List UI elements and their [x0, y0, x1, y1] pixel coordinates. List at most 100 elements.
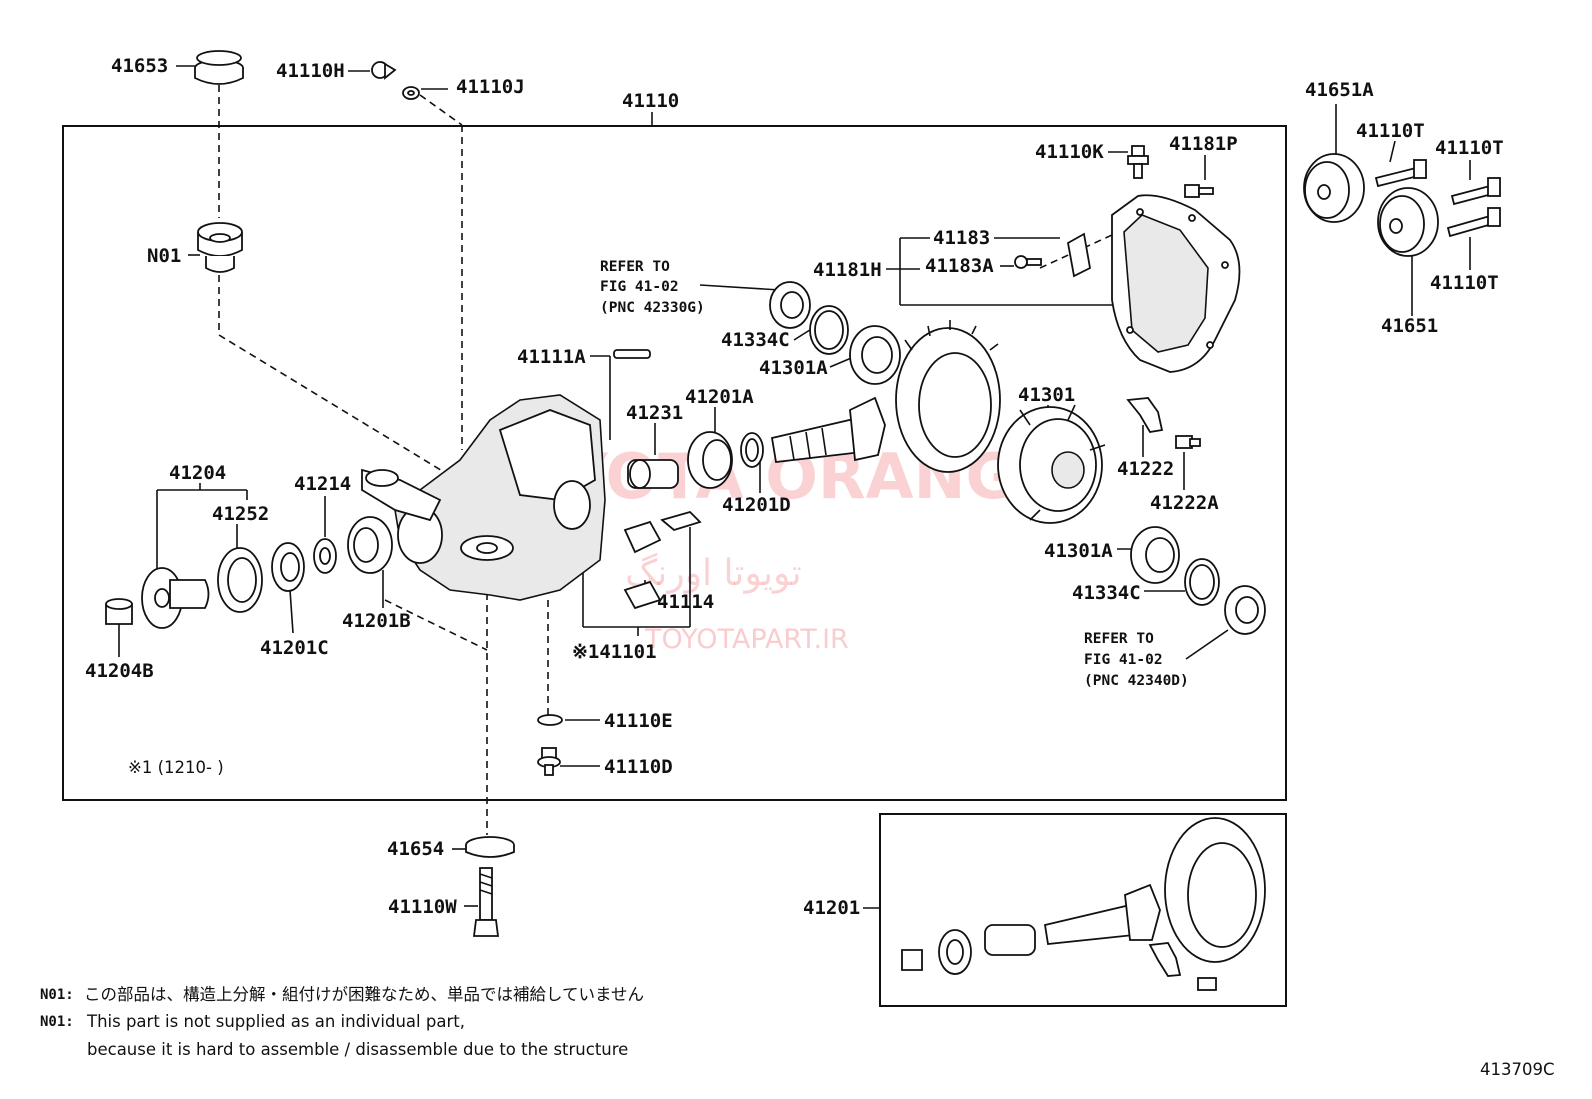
label-41334C-top: 41334C: [721, 329, 790, 351]
part-41110W-bolt: [472, 867, 500, 937]
label-41110T-3: 41110T: [1430, 272, 1499, 294]
part-41110D-plug: [537, 747, 561, 776]
label-41201D: 41201D: [722, 494, 791, 516]
part-41301-differential-case: [997, 404, 1106, 524]
part-drive-pinion: [770, 396, 886, 463]
part-41653-mount-bushing: [194, 50, 244, 85]
label-41183A: 41183A: [925, 255, 994, 277]
label-41334C-bottom: 41334C: [1072, 582, 1141, 604]
refer-note-top: REFER TO FIG 41-02 (PNC 42330G): [600, 259, 705, 316]
part-41110J-gasket: [402, 86, 420, 100]
label-41110J: 41110J: [456, 76, 525, 98]
refer-top-line3: (PNC 42330G): [600, 300, 705, 316]
refer-top-line2: FIG 41-02: [600, 279, 679, 295]
part-41110H-plug: [371, 61, 397, 80]
part-41110E-gasket: [537, 714, 563, 726]
footnote-jp-text: この部品は、構造上分解・組付けが困難なため、単品では補給していません: [84, 985, 644, 1004]
label-N01: N01: [147, 245, 181, 267]
part-41201B-bearing: [347, 516, 393, 574]
refer-bottom-line1: REFER TO: [1084, 631, 1154, 647]
leader-lines: [118, 65, 1471, 909]
label-41101: ※141101: [572, 641, 657, 663]
part-41110T-bolts: [1374, 159, 1501, 238]
label-41201A: 41201A: [685, 386, 754, 408]
label-41204B: 41204B: [85, 660, 154, 682]
part-41301A-bearing-bottom: [1130, 526, 1180, 584]
part-41201-gear-kit: [901, 817, 1266, 991]
part-41204B-nut: [105, 598, 133, 625]
assembly-frame-41110: [62, 125, 1287, 801]
part-oil-seal-top: [769, 281, 811, 329]
label-41110: 41110: [622, 90, 679, 112]
label-41214: 41214: [294, 473, 351, 495]
part-41201D-washer: [740, 432, 764, 468]
label-41181H: 41181H: [813, 259, 882, 281]
label-41301A-top: 41301A: [759, 357, 828, 379]
part-41651-mount: [1377, 187, 1439, 257]
part-41110-carrier-housing: [361, 394, 606, 601]
applicability-note: ※1 (1210- ): [128, 758, 224, 777]
label-41231: 41231: [626, 402, 683, 424]
label-41110E: 41110E: [604, 710, 673, 732]
part-41222-sensor: [1126, 397, 1201, 449]
footnote-jp-code: N01:: [40, 987, 74, 1003]
part-41110K-breather: [1127, 145, 1149, 179]
part-41181H-cover: [1111, 194, 1241, 373]
label-41110K: 41110K: [1035, 141, 1104, 163]
label-41301: 41301: [1018, 384, 1075, 406]
part-41654-bushing: [465, 836, 515, 858]
part-labels: 41653 41110H 41110J 41110 N01 41110K 411…: [85, 55, 1504, 919]
footnote-en-code: N01:: [40, 1014, 74, 1030]
label-41201C: 41201C: [260, 637, 329, 659]
part-N01-bushing: [197, 222, 243, 273]
footnote-en-line2: because it is hard to assemble / disasse…: [87, 1040, 628, 1059]
refer-bottom-line2: FIG 41-02: [1084, 652, 1163, 668]
part-41214-washer: [313, 538, 337, 574]
label-41654: 41654: [387, 838, 444, 860]
part-41252-deflector: [217, 547, 263, 613]
label-41201: 41201: [803, 897, 860, 919]
label-41252: 41252: [212, 503, 269, 525]
label-41114: 41114: [657, 591, 714, 613]
watermark-site: TOYOTAPART.IR: [644, 624, 849, 655]
part-41114-bearing-caps: [623, 510, 702, 610]
refer-note-bottom: REFER TO FIG 41-02 (PNC 42340D): [1084, 631, 1189, 689]
part-41204-flange: [141, 567, 210, 629]
footnote-en-line1: This part is not supplied as an individu…: [86, 1012, 465, 1031]
part-ring-gear: [895, 320, 1001, 473]
sub-assembly-frame-41201: [879, 813, 1287, 1007]
watermark-persian: تویوتا اورنگ: [625, 552, 802, 594]
figure-id: 413709C: [1480, 1060, 1555, 1079]
label-41110T-2: 41110T: [1435, 137, 1504, 159]
part-41111A-pin: [613, 349, 651, 359]
label-41111A: 41111A: [517, 346, 586, 368]
refer-bottom-line3: (PNC 42340D): [1084, 673, 1189, 689]
footnotes: N01: この部品は、構造上分解・組付けが困難なため、単品では補給していません …: [40, 985, 644, 1059]
label-41651A: 41651A: [1305, 79, 1374, 101]
label-41301A-bottom: 41301A: [1044, 540, 1113, 562]
label-41651: 41651: [1381, 315, 1438, 337]
part-41651A-mount: [1303, 153, 1365, 223]
label-41183: 41183: [933, 227, 990, 249]
label-41653: 41653: [111, 55, 168, 77]
part-41183A-bolt: [1014, 255, 1042, 269]
label-41204: 41204: [169, 462, 226, 484]
label-41222: 41222: [1117, 458, 1174, 480]
label-41110D: 41110D: [604, 756, 673, 778]
part-41334C-shim-bottom: [1184, 558, 1220, 606]
part-41201A-bearing: [687, 431, 733, 489]
part-41301A-bearing-top: [849, 325, 901, 385]
refer-top-line1: REFER TO: [600, 259, 670, 275]
label-41222A: 41222A: [1150, 492, 1219, 514]
part-oil-seal-bottom: [1224, 585, 1266, 635]
label-41110W: 41110W: [388, 896, 457, 918]
part-41231-spacer: [627, 459, 679, 489]
part-41183-bracket: [1066, 232, 1092, 278]
label-41110H: 41110H: [276, 60, 345, 82]
label-41181P: 41181P: [1169, 133, 1238, 155]
part-41201C-seal: [271, 542, 305, 592]
label-41201B: 41201B: [342, 610, 411, 632]
part-41181P-bolt: [1184, 184, 1214, 198]
part-41334C-shim-top: [809, 305, 849, 355]
